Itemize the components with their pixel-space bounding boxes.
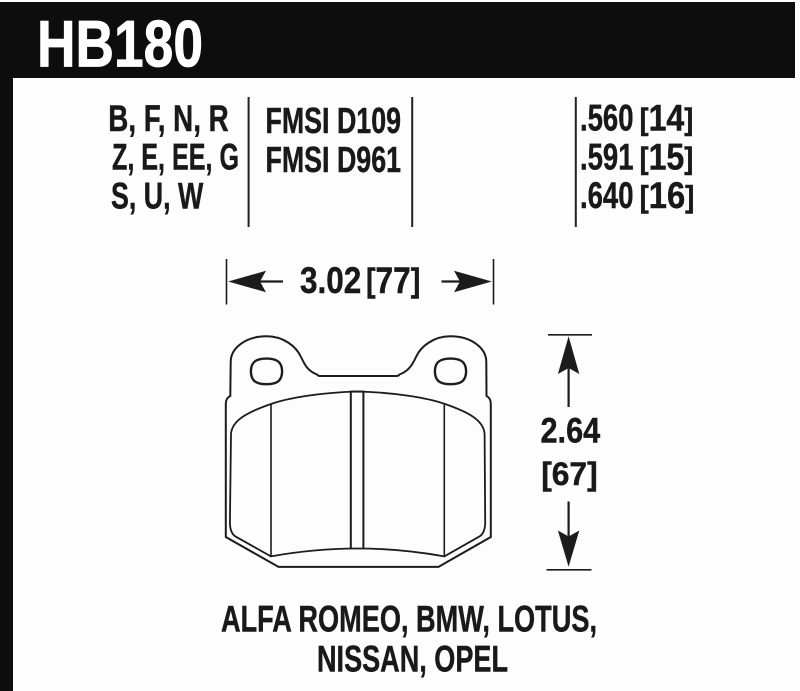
- svg-text:[14]: [14]: [640, 98, 694, 139]
- svg-text:2.64: 2.64: [541, 412, 601, 451]
- svg-text:[77]: [77]: [366, 260, 420, 301]
- svg-text:[67]: [67]: [541, 456, 598, 492]
- svg-text:[15]: [15]: [640, 136, 694, 177]
- svg-text:B, F, N, R: B, F, N, R: [108, 98, 228, 139]
- svg-text:NISSAN, OPEL: NISSAN, OPEL: [317, 639, 508, 680]
- svg-text:.591: .591: [580, 136, 634, 177]
- svg-text:S, U, W: S, U, W: [111, 175, 203, 216]
- svg-text:3.02: 3.02: [300, 260, 361, 301]
- svg-text:Z, E, EE, G: Z, E, EE, G: [112, 137, 239, 178]
- svg-text:.640: .640: [580, 175, 634, 216]
- svg-text:FMSI D109: FMSI D109: [266, 101, 402, 141]
- svg-text:.560: .560: [580, 98, 634, 139]
- svg-text:FMSI D961: FMSI D961: [266, 140, 402, 180]
- svg-text:ALFA ROMEO, BMW, LOTUS,: ALFA ROMEO, BMW, LOTUS,: [221, 599, 597, 640]
- svg-text:HB180: HB180: [37, 8, 203, 81]
- svg-text:[16]: [16]: [640, 175, 695, 216]
